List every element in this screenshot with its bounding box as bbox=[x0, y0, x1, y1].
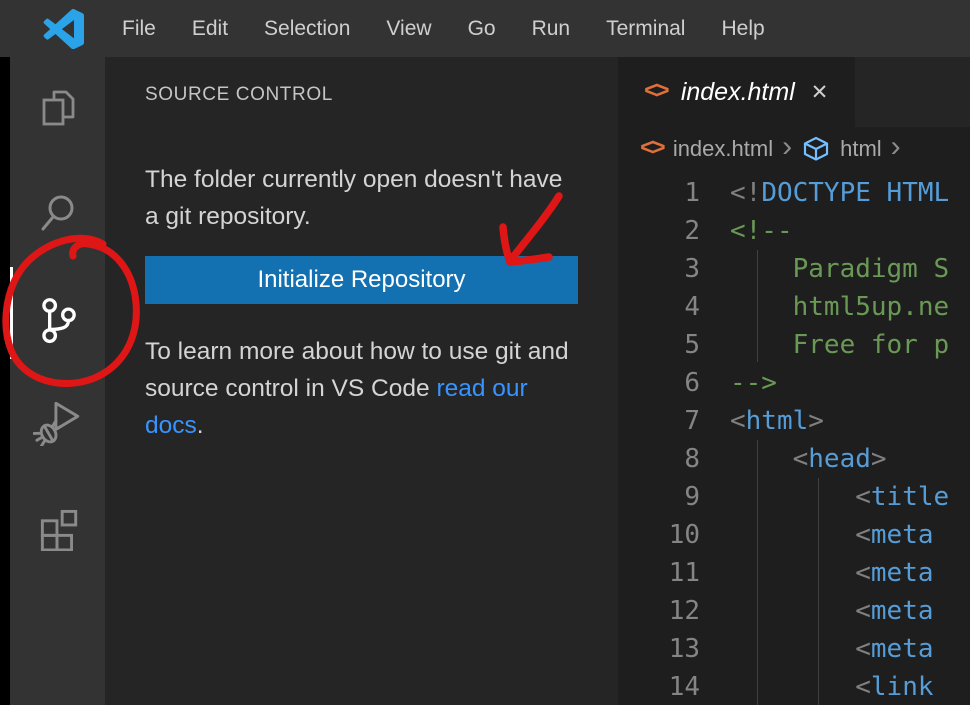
code-text: html5up.ne bbox=[730, 292, 950, 322]
line-number: 2 bbox=[684, 216, 700, 246]
code-text: <!DOCTYPE HTML bbox=[730, 178, 950, 208]
code-line: 3 Paradigm S bbox=[618, 250, 970, 288]
line-number: 12 bbox=[668, 596, 700, 626]
menu-item-edit[interactable]: Edit bbox=[191, 16, 229, 40]
code-text: <meta bbox=[855, 596, 934, 626]
source-control-panel: SOURCE CONTROL The folder currently open… bbox=[105, 57, 618, 705]
menu-item-go[interactable]: Go bbox=[467, 16, 496, 40]
code-text: <title bbox=[855, 482, 950, 512]
learn-text-before: To learn more about how to use git and s… bbox=[145, 338, 569, 402]
code-text: --> bbox=[730, 368, 777, 398]
line-number: 5 bbox=[684, 330, 700, 360]
screen-edge-strip bbox=[0, 57, 10, 705]
read-our-docs-link[interactable]: read our docs bbox=[145, 375, 528, 439]
line-number: 10 bbox=[668, 520, 700, 550]
tab-label: index.html bbox=[680, 77, 795, 106]
code-text: <!-- bbox=[730, 216, 793, 246]
code-text: <meta bbox=[855, 558, 934, 588]
menu-item-view[interactable]: View bbox=[386, 16, 432, 40]
activity-item-extensions[interactable] bbox=[27, 495, 89, 557]
code-line: 2 <!-- bbox=[618, 212, 970, 250]
code-line: 13 <meta bbox=[618, 630, 970, 668]
activity-item-source-control[interactable] bbox=[27, 288, 89, 350]
activity-item-run-debug[interactable] bbox=[27, 390, 89, 452]
html-file-icon: <> bbox=[644, 78, 670, 106]
code-line: 1 <!DOCTYPE HTML bbox=[618, 174, 970, 212]
no-repository-message: The folder currently open doesn't have a… bbox=[145, 166, 563, 230]
code-line: 4 html5up.ne bbox=[618, 288, 970, 326]
line-number: 3 bbox=[684, 254, 700, 284]
menu-bar: File Edit Selection View Go Run Terminal Help bbox=[0, 0, 970, 57]
learn-text-after: . bbox=[196, 412, 204, 439]
tab-index-html[interactable]: <> index.html ✕ bbox=[618, 57, 855, 127]
indent-guide bbox=[757, 440, 758, 705]
code-text: <link bbox=[855, 672, 934, 702]
indent-guide bbox=[818, 478, 819, 705]
line-number: 7 bbox=[684, 406, 700, 436]
panel-title: SOURCE CONTROL bbox=[145, 84, 333, 105]
line-number: 14 bbox=[668, 672, 700, 702]
learn-more-text: To learn more about how to use git and s… bbox=[145, 333, 580, 444]
menu-item-selection[interactable]: Selection bbox=[264, 16, 351, 40]
line-number: 8 bbox=[684, 444, 700, 474]
breadcrumb-symbol[interactable]: html bbox=[840, 136, 882, 161]
line-number: 13 bbox=[668, 634, 700, 664]
code-line: 8 <head> bbox=[618, 440, 970, 478]
menu-item-file[interactable]: File bbox=[122, 16, 156, 40]
editor-tab-bar: <> index.html ✕ bbox=[618, 57, 970, 127]
chevron-right-icon: › bbox=[782, 130, 793, 163]
code-line: 14 <link bbox=[618, 668, 970, 705]
activity-bar bbox=[10, 57, 105, 705]
close-tab-icon[interactable]: ✕ bbox=[810, 80, 829, 104]
activity-item-search[interactable] bbox=[27, 182, 89, 244]
active-item-indicator bbox=[10, 267, 13, 359]
initialize-repository-button[interactable]: Initialize Repository bbox=[145, 256, 578, 304]
code-text: <head> bbox=[792, 444, 887, 474]
chevron-right-icon: › bbox=[890, 130, 901, 163]
code-line: 7 <html> bbox=[618, 402, 970, 440]
run-debug-icon bbox=[32, 401, 79, 446]
search-icon bbox=[41, 195, 73, 231]
symbol-cube-icon bbox=[803, 136, 829, 161]
menu-items: File Edit Selection View Go Run Terminal Help bbox=[104, 7, 783, 51]
menu-item-help[interactable]: Help bbox=[721, 16, 765, 40]
line-number: 6 bbox=[684, 368, 700, 398]
code-text: <meta bbox=[855, 634, 934, 664]
html-file-icon: <> bbox=[640, 135, 666, 163]
line-number: 4 bbox=[684, 292, 700, 322]
menu-item-run[interactable]: Run bbox=[531, 16, 571, 40]
code-line: 5 Free for p bbox=[618, 326, 970, 364]
line-number: 1 bbox=[684, 178, 700, 208]
source-control-icon bbox=[41, 298, 76, 344]
code-line: 11 <meta bbox=[618, 554, 970, 592]
line-number: 11 bbox=[668, 558, 700, 588]
code-text: <html> bbox=[730, 406, 824, 436]
code-text: Free for p bbox=[730, 330, 950, 360]
extensions-icon bbox=[40, 509, 77, 551]
code-text: Paradigm S bbox=[730, 254, 950, 284]
vscode-logo-icon bbox=[43, 8, 85, 49]
code-text: <meta bbox=[855, 520, 934, 550]
line-number: 9 bbox=[684, 482, 700, 512]
code-line: 12 <meta bbox=[618, 592, 970, 630]
breadcrumb: <> index.html › html › bbox=[618, 127, 970, 171]
code-line: 6 --> bbox=[618, 364, 970, 402]
activity-item-explorer[interactable] bbox=[27, 77, 89, 139]
indent-guide bbox=[757, 250, 758, 362]
menu-item-terminal[interactable]: Terminal bbox=[606, 16, 686, 40]
code-line: 10 <meta bbox=[618, 516, 970, 554]
code-line: 9 <title bbox=[618, 478, 970, 516]
breadcrumb-file[interactable]: index.html bbox=[672, 136, 774, 161]
editor-group: <> index.html ✕ <> index.html › html › bbox=[618, 57, 970, 705]
files-icon bbox=[42, 90, 74, 126]
